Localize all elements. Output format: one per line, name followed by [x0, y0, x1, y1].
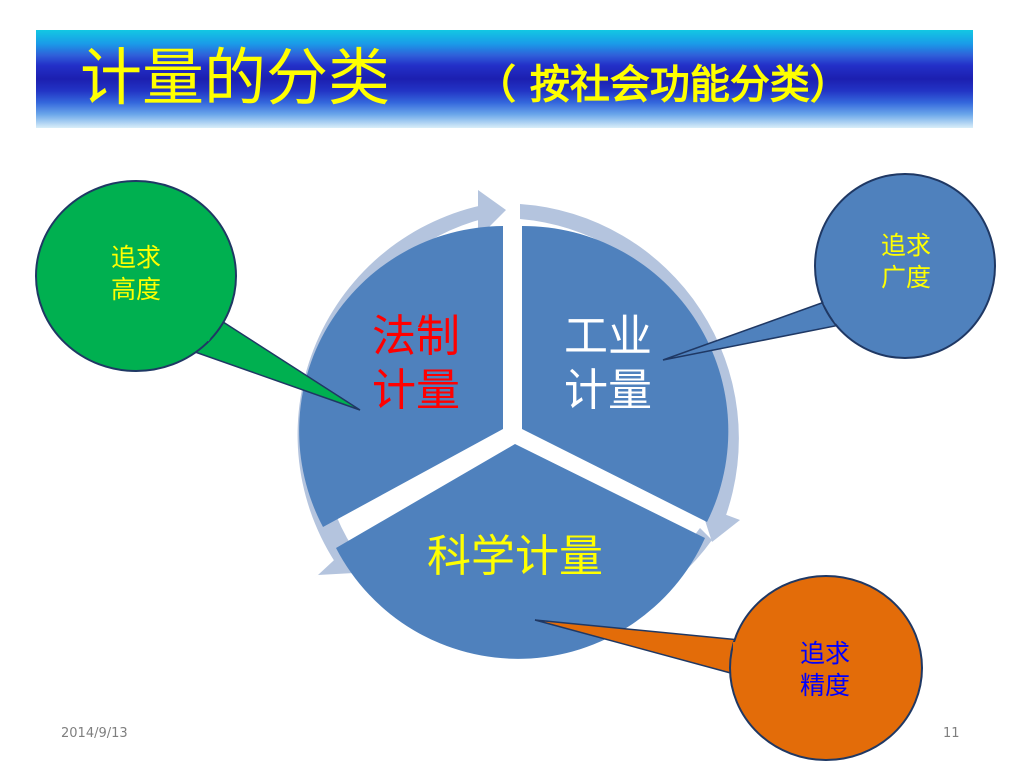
- segment-industrial-label: 工业 计量: [553, 310, 663, 418]
- slide-subtitle: （ 按社会功能分类）: [476, 62, 850, 108]
- callout-height-bubble: [35, 180, 237, 372]
- segment-scientific-label: 科学计量: [427, 531, 603, 582]
- slide-title: 计量的分类: [80, 41, 391, 114]
- segment-industrial: [522, 225, 729, 522]
- segment-industrial-line1: 工业: [564, 311, 652, 362]
- segment-legal-line1: 法制: [372, 311, 460, 362]
- segment-scientific: [336, 444, 705, 659]
- callout-breadth-line1: 追求: [880, 231, 931, 260]
- segment-legal-label: 法制 计量: [361, 310, 471, 418]
- callout-precision-text: 追求 精度: [785, 638, 865, 702]
- callout-height-line1: 追求: [110, 243, 161, 272]
- callout-precision-bubble: [729, 575, 923, 761]
- segment-legal: [299, 226, 503, 527]
- cycle-arrow-left-head: [478, 190, 506, 238]
- segment-industrial-line2: 计量: [564, 365, 652, 416]
- callout-height-text: 追求 高度: [96, 242, 176, 306]
- segment-legal-line2: 计量: [372, 365, 460, 416]
- callout-precision: [534, 575, 923, 761]
- callout-height: [35, 180, 361, 411]
- callout-breadth: [662, 173, 996, 361]
- callout-breadth-text: 追求 广度: [866, 230, 946, 294]
- callout-height-line2: 高度: [110, 275, 161, 304]
- cycle-arrow-left: [297, 204, 488, 578]
- callout-precision-line1: 追求: [799, 639, 850, 668]
- callout-precision-line2: 精度: [799, 671, 850, 700]
- cycle-segments: [299, 225, 729, 659]
- callout-breadth-line2: 广度: [880, 263, 931, 292]
- page-number: 11: [943, 726, 960, 741]
- footer-date: 2014/9/13: [61, 726, 128, 741]
- callout-breadth-bubble: [814, 173, 996, 359]
- title-banner: 计量的分类 （ 按社会功能分类）: [36, 30, 973, 128]
